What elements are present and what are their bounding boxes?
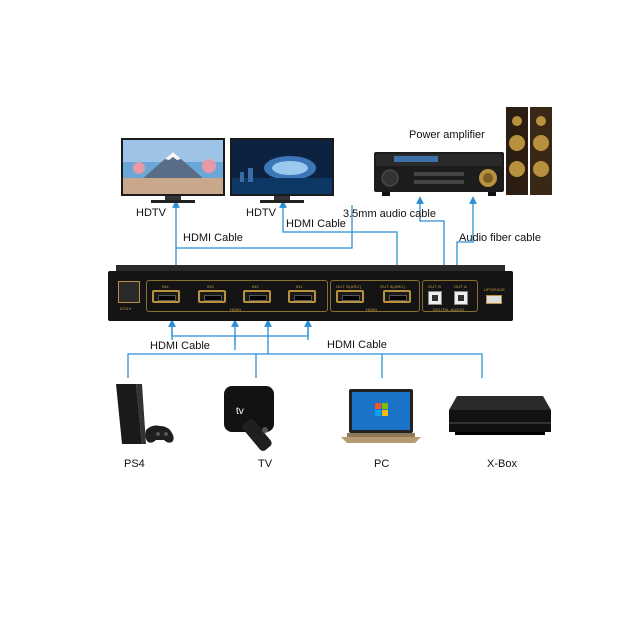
- xbox-console: [449, 396, 551, 436]
- ps4-console: [112, 384, 182, 446]
- tv-label: TV: [258, 458, 273, 470]
- cable-label-hdmi-bottom-left: HDMI Cable: [150, 340, 210, 352]
- port-label-opt-a: OUT A: [454, 284, 467, 289]
- apple-tv: tv: [222, 382, 296, 452]
- port-label-out-b: OUT B(ARC): [336, 284, 362, 289]
- hdmi-port-in2: [243, 290, 271, 303]
- dc-label: DC5V: [120, 306, 132, 311]
- hdmi-port-in1: [288, 290, 316, 303]
- ps4-console-icon: [116, 384, 174, 444]
- port-label-in1: IN1: [296, 284, 303, 289]
- hdtv-right-label: HDTV: [246, 207, 276, 219]
- hdtv-left-label: HDTV: [136, 207, 166, 219]
- port-label-opt-b: OUT B: [428, 284, 442, 289]
- hdmi-line-bottom-left: [171, 323, 309, 337]
- hdtv-right: [230, 138, 334, 206]
- hdmi-port-out-b: [336, 290, 364, 303]
- cable-label-fiber: Audio fiber cable: [459, 232, 541, 244]
- amplifier: [374, 146, 504, 196]
- amplifier-receiver-icon: [374, 152, 504, 196]
- xbox-console-icon: [449, 396, 551, 435]
- dc-power-port: [118, 281, 140, 303]
- optical-port-out-a: [454, 291, 468, 305]
- port-label-out-a: OUT A(ARC): [380, 284, 406, 289]
- tv-screen-mountain-icon: [121, 138, 225, 203]
- hdmi-out-group-frame: [330, 280, 420, 312]
- hdmi-port-in4: [152, 290, 180, 303]
- hdmi-port-in3: [198, 290, 226, 303]
- laptop-icon: [341, 389, 421, 443]
- audio-line-35mm: [416, 196, 445, 270]
- hdmi-line-hdtv-right: [279, 200, 398, 270]
- pc-label: PC: [374, 458, 390, 470]
- hdmi-line-bottom-right: [127, 353, 483, 378]
- cable-label-hdmi-bottom-right: HDMI Cable: [327, 339, 387, 351]
- switch-top-face: [116, 265, 505, 273]
- laptop-pc: [341, 389, 421, 445]
- optical-group-frame: [422, 280, 478, 312]
- cable-label-audio-35mm: 3.5mm audio cable: [343, 208, 436, 220]
- amplifier-label: Power amplifier: [409, 129, 485, 141]
- digital-audio-label: DIGITAL AUDIO: [433, 307, 465, 312]
- port-label-in3: IN3: [207, 284, 214, 289]
- speakers: [506, 107, 554, 197]
- svg-text:tv: tv: [236, 406, 244, 417]
- hdmi-in-group-label: HDMI: [230, 307, 242, 312]
- hdmi-line-hdtv-left: [175, 205, 353, 270]
- port-label-in2: IN2: [252, 284, 259, 289]
- hdmi-port-out-a: [383, 290, 411, 303]
- ps4-label: PS4: [124, 458, 145, 470]
- speaker-icon: [506, 107, 552, 195]
- port-label-in4: IN4: [162, 284, 169, 289]
- upgrade-label: UPGRADE: [484, 287, 506, 292]
- hdtv-left: [121, 138, 225, 206]
- hdmi-in-group-frame: [146, 280, 328, 312]
- hdmi-out-group-label: HDMI: [366, 307, 378, 312]
- cable-label-hdmi-top-left: HDMI Cable: [183, 232, 243, 244]
- hdmi-switch: DC5V IN4 IN3 IN2 IN1 HDMI OUT B(ARC) OUT…: [108, 265, 513, 321]
- cable-label-hdmi-top-right: HDMI Cable: [286, 218, 346, 230]
- upgrade-port: [486, 295, 502, 304]
- tv-screen-city-icon: [230, 138, 334, 203]
- xbox-label: X-Box: [487, 458, 517, 470]
- apple-tv-icon: tv: [224, 386, 274, 451]
- optical-port-out-b: [428, 291, 442, 305]
- fiber-line: [456, 196, 477, 270]
